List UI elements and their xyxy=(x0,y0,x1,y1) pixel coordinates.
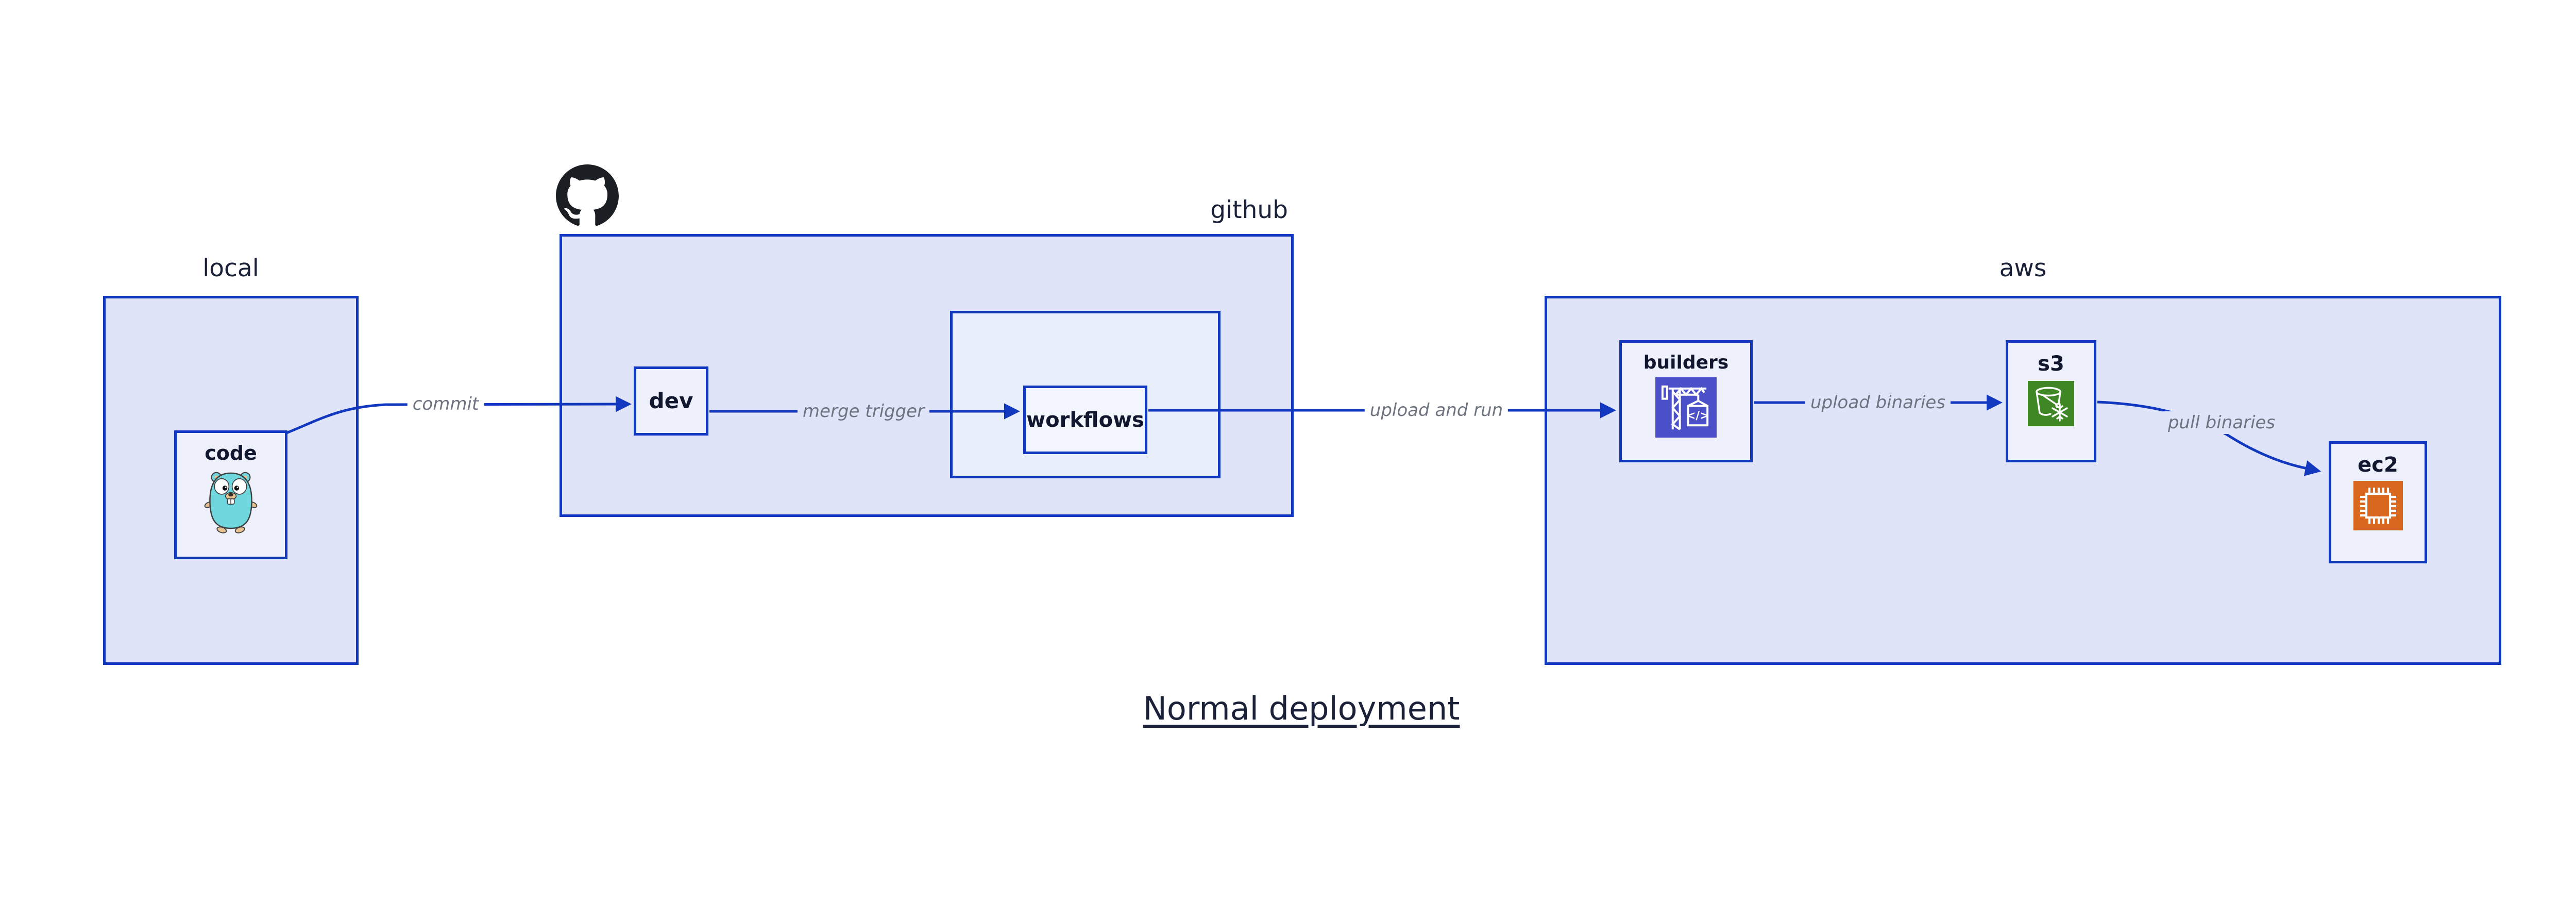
node-s3-label: s3 xyxy=(2038,352,2064,376)
edge-label-pull-binaries: pull binaries xyxy=(2162,411,2281,434)
node-ec2: ec2 xyxy=(2329,441,2427,563)
edge-label-commit: commit xyxy=(407,393,484,415)
node-workflows-label: workflows xyxy=(1026,408,1144,432)
github-octocat-icon xyxy=(556,164,619,226)
node-builders-label: builders xyxy=(1643,352,1729,373)
node-builders: builders </> xyxy=(1619,340,1753,462)
codebuild-code-glyph: </> xyxy=(1686,410,1709,423)
node-workflows: workflows xyxy=(1023,386,1147,454)
node-dev: dev xyxy=(634,366,708,436)
edge-label-merge-trigger: merge trigger xyxy=(797,400,930,423)
edge-label-upload-and-run: upload and run xyxy=(1364,399,1509,422)
github-group-label: github xyxy=(1210,196,1288,224)
ec2-chip-icon xyxy=(2353,481,2403,530)
node-code-label: code xyxy=(205,442,257,464)
codebuild-crane-icon: </> xyxy=(1655,377,1717,438)
node-dev-label: dev xyxy=(649,388,693,413)
node-s3: s3 xyxy=(2006,340,2096,462)
node-code: code xyxy=(174,430,287,559)
go-gopher-icon xyxy=(204,472,258,533)
node-ec2-label: ec2 xyxy=(2358,453,2398,477)
edge-label-upload-binaries: upload binaries xyxy=(1805,391,1951,414)
local-group-label: local xyxy=(202,254,259,282)
diagram-title: Normal deployment xyxy=(1143,690,1460,727)
s3-glacier-bucket-icon xyxy=(2028,381,2074,426)
aws-group-label: aws xyxy=(1999,254,2047,282)
